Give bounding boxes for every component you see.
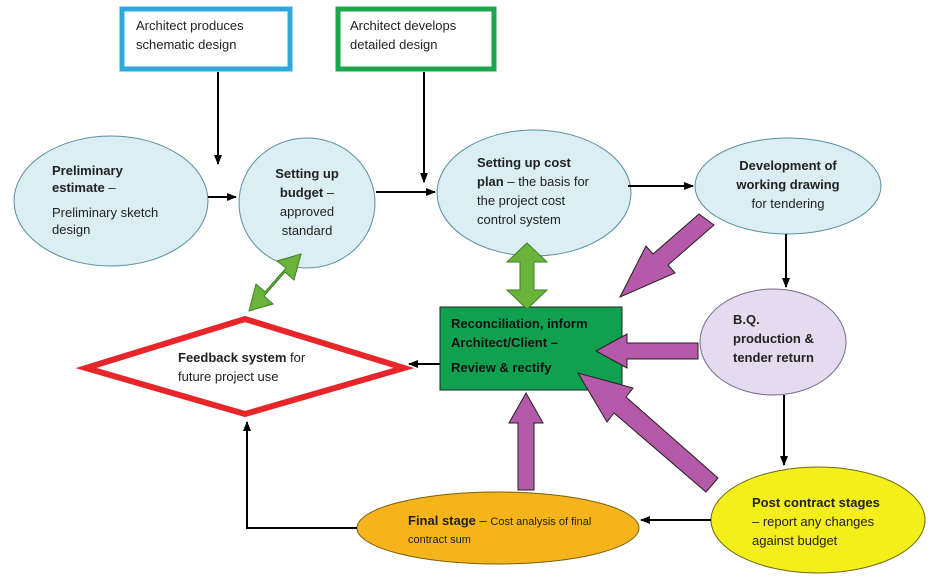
preliminary-label: Preliminary estimate – Preliminary sketc… — [52, 162, 158, 238]
cost-plan-title1: Setting up cost — [477, 155, 571, 170]
working-drawing-title2: working drawing — [736, 177, 840, 192]
budget-line3: approved — [279, 204, 335, 219]
budget-dash: – — [323, 185, 335, 200]
working-drawing-ellipse — [694, 137, 882, 235]
bq-ellipse — [699, 288, 847, 396]
reconcile-label: Reconciliation, inform Architect/Client … — [451, 314, 588, 377]
schematic-line2: schematic design — [136, 37, 237, 52]
feedback-label: Feedback system for future project use — [178, 348, 305, 386]
preliminary-estimate-ellipse — [13, 135, 209, 267]
preliminary-title2: estimate — [52, 180, 105, 195]
budget-line4: standard — [281, 223, 333, 238]
post-contract-line3: against budget — [752, 533, 838, 548]
final-stage-label: Final stage – Cost analysis of final con… — [408, 512, 591, 549]
preliminary-title1: Preliminary — [52, 163, 123, 178]
post-contract-line2: – report any changes — [752, 514, 875, 529]
detailed-design-label: Architect develops detailed design — [350, 16, 456, 54]
budget-title2: budget — [279, 185, 324, 200]
purple-arrow-final-to-reconcile — [508, 391, 544, 491]
cost-plan-label: Setting up cost plan – the basis for the… — [477, 153, 589, 229]
feedback-line2: future project use — [178, 369, 279, 384]
schematic-line1: Architect produces — [136, 18, 244, 33]
purple-arrow-bq-to-reconcile — [594, 333, 699, 369]
reconciliation-box — [439, 306, 623, 391]
bq-line3: tender return — [733, 350, 814, 365]
budget-label: Setting up budget – approved standard — [257, 164, 357, 240]
green-arrow-budget-feedback — [248, 253, 302, 312]
final-stage-dash: – — [475, 513, 491, 528]
post-contract-title: Post contract stages — [752, 495, 880, 510]
detailed-line1: Architect develops — [350, 18, 457, 33]
schematic-design-label: Architect produces schematic design — [136, 16, 244, 54]
post-contract-label: Post contract stages – report any change… — [752, 493, 880, 550]
purple-arrow-post-contract-to-reconcile — [576, 372, 719, 493]
bq-line2: production & — [733, 331, 814, 346]
arrow-final-stage-to-feedback — [243, 421, 357, 529]
reconcile-line1: Reconciliation, inform — [451, 316, 588, 331]
working-drawing-label: Development of working drawing for tende… — [718, 156, 858, 213]
working-drawing-title1: Development of — [739, 158, 837, 173]
final-stage-line2: contract sum — [408, 534, 471, 546]
reconcile-line2: Architect/Client – — [451, 335, 558, 350]
cost-plan-line4: control system — [477, 212, 561, 227]
cost-plan-title2: plan — [477, 174, 504, 189]
reconcile-line3: Review & rectify — [451, 360, 552, 375]
final-stage-title: Final stage — [408, 513, 476, 528]
cost-plan-line3: the project cost — [477, 193, 566, 208]
budget-ellipse — [238, 137, 376, 269]
feedback-title: Feedback system — [178, 350, 287, 365]
preliminary-line4: design — [52, 222, 91, 237]
working-drawing-line3: for tendering — [751, 196, 825, 211]
feedback-rest: for — [286, 350, 306, 365]
green-arrow-cost-plan-reconcile — [505, 242, 549, 310]
detailed-line2: detailed design — [350, 37, 438, 52]
preliminary-dash: – — [104, 180, 116, 195]
bq-line1: B.Q. — [733, 312, 760, 327]
schematic-design-box — [119, 6, 293, 72]
preliminary-line3: Preliminary sketch — [52, 205, 159, 220]
final-stage-rest: Cost analysis of final — [490, 516, 592, 528]
bq-label: B.Q. production & tender return — [733, 310, 814, 367]
feedback-diamond — [75, 315, 415, 418]
detailed-design-box — [335, 6, 497, 72]
cost-plan-rest2: – the basis for — [503, 174, 590, 189]
budget-title1: Setting up — [275, 166, 339, 181]
purple-arrow-working-drawing-to-reconcile — [618, 213, 715, 299]
